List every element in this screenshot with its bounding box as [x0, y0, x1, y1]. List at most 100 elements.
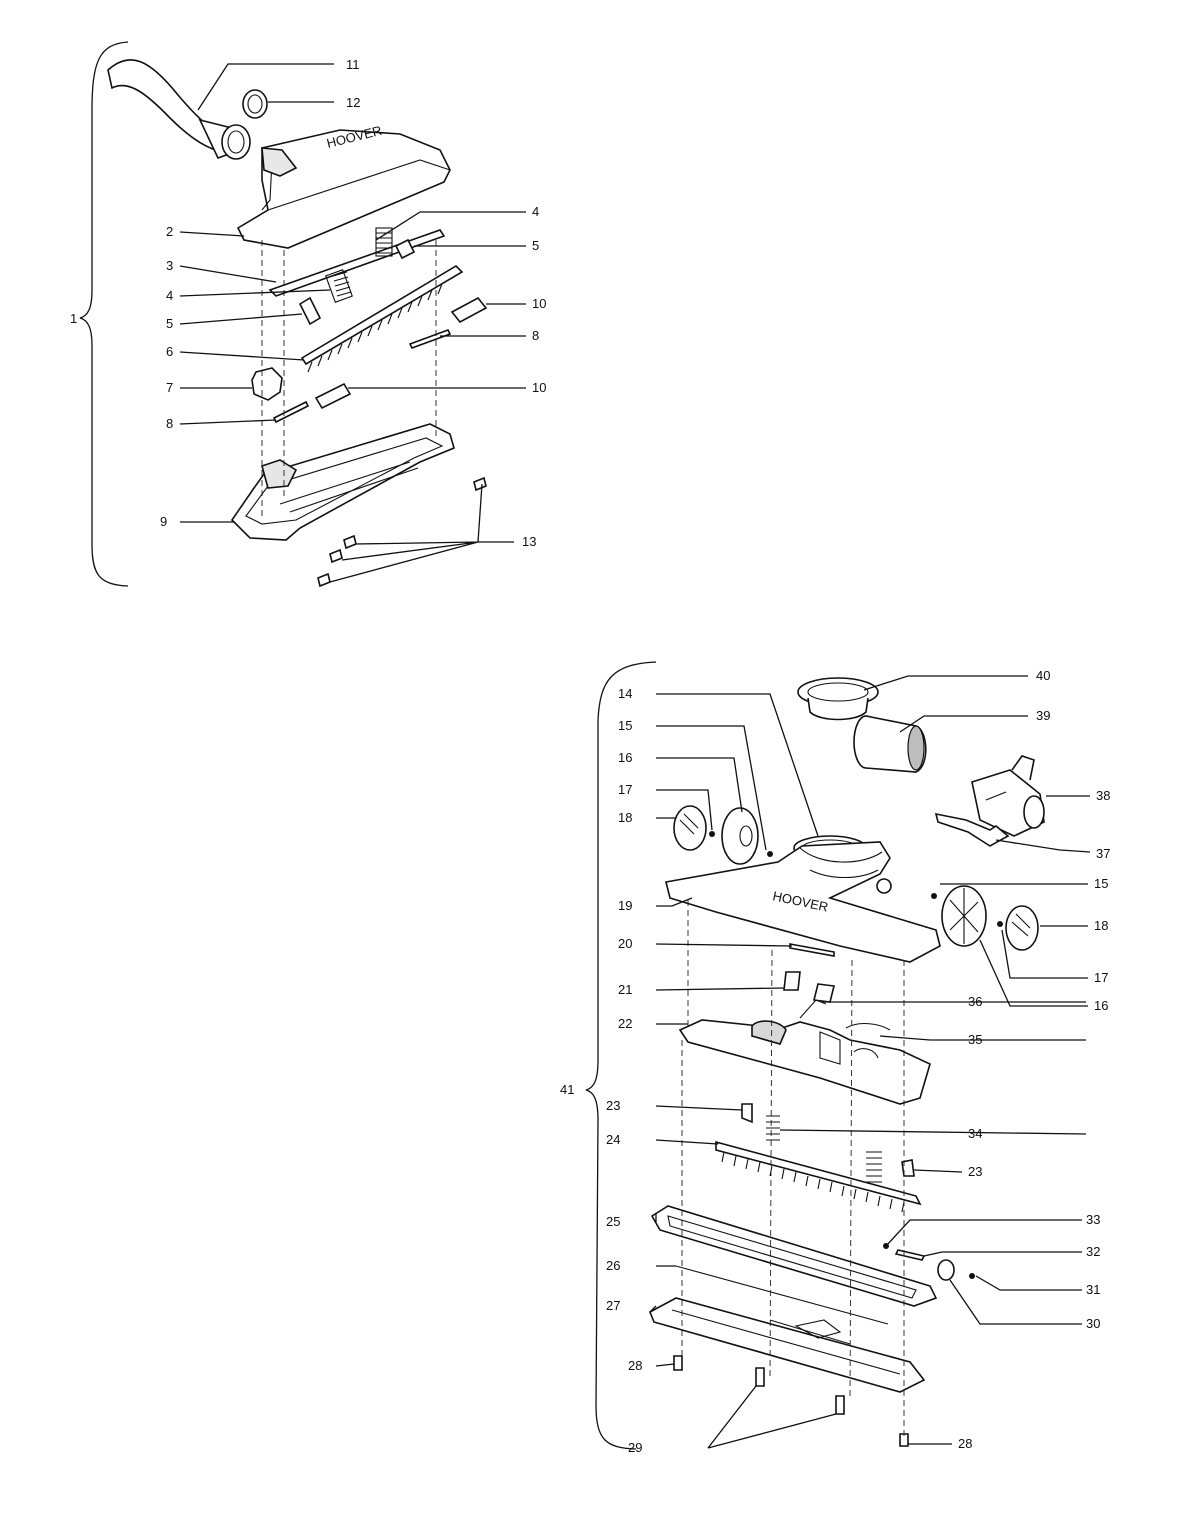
- rod-part: [675, 1265, 889, 1325]
- bottom-clip-part-a: [741, 1103, 753, 1124]
- brush-part: [300, 264, 464, 373]
- callout-29: 29: [628, 1440, 642, 1455]
- assembly-bottom-brace: [585, 661, 657, 1450]
- base-plate-part: [230, 423, 455, 541]
- bushing-part: [937, 1259, 955, 1281]
- bottom-plate-part: [648, 1297, 926, 1393]
- callout-23b: 23: [968, 1164, 982, 1179]
- clip-part-a: [394, 238, 416, 260]
- clip-ring-part: [969, 1273, 975, 1279]
- spring-parts: [325, 227, 393, 303]
- hose-part: [107, 59, 251, 160]
- callout-36: 36: [968, 994, 982, 1009]
- bottom-strip-part: [789, 943, 835, 957]
- axle-part-b: [272, 400, 310, 424]
- assembly-top: HOOVER: [70, 41, 546, 588]
- callout-13: 13: [522, 534, 536, 549]
- callout-10a: 10: [532, 296, 546, 311]
- sleeve-part: [853, 715, 927, 773]
- wire-part-b: [845, 1022, 891, 1031]
- callout-16a: 16: [618, 750, 632, 765]
- callout-25: 25: [606, 1214, 620, 1229]
- clip-part-b: [298, 296, 322, 326]
- screw-part-a: [473, 476, 487, 492]
- pivot-part-b: [314, 382, 352, 410]
- callout-17a: 17: [618, 782, 632, 797]
- callout-21: 21: [618, 982, 632, 997]
- callout-27: 27: [606, 1298, 620, 1313]
- nozzle-housing-part: HOOVER: [236, 123, 451, 249]
- bottom-clip-part-b: [901, 1159, 915, 1177]
- callout-15b: 15: [1094, 876, 1108, 891]
- callout-9: 9: [160, 514, 167, 529]
- callout-37: 37: [1096, 846, 1110, 861]
- callout-18a: 18: [618, 810, 632, 825]
- callout-40: 40: [1036, 668, 1050, 683]
- callout-19: 19: [618, 898, 632, 913]
- assembly-top-brace: [79, 41, 129, 587]
- pad-part-a: [783, 971, 801, 991]
- cap-part: [797, 677, 879, 721]
- wire-part-a: [799, 999, 827, 1019]
- callout-28a: 28: [628, 1358, 642, 1373]
- swivel-part: [971, 755, 1045, 837]
- bottom-screw-part-c: [835, 1395, 845, 1415]
- callout-20: 20: [618, 936, 632, 951]
- bottom-screw-part-b: [755, 1367, 765, 1387]
- callout-17b: 17: [1094, 970, 1108, 985]
- wheel-right-part: [931, 885, 1039, 951]
- callout-6: 6: [166, 344, 173, 359]
- pad-part-b: [813, 983, 835, 1003]
- callout-38: 38: [1096, 788, 1110, 803]
- callout-2: 2: [166, 224, 173, 239]
- callout-32: 32: [1086, 1244, 1100, 1259]
- bottom-screw-part-d: [899, 1433, 909, 1447]
- leader-lines-top: [179, 63, 526, 583]
- callout-1: 1: [70, 311, 77, 326]
- bracket-part: [251, 367, 283, 401]
- callout-24: 24: [606, 1132, 620, 1147]
- callout-22: 22: [618, 1016, 632, 1031]
- axle-part-a: [408, 329, 452, 349]
- callout-8b: 8: [166, 416, 173, 431]
- callout-15a: 15: [618, 718, 632, 733]
- callout-11: 11: [346, 57, 360, 72]
- callout-4b: 4: [166, 288, 173, 303]
- screw-part-b: [343, 534, 357, 550]
- callout-16b: 16: [1094, 998, 1108, 1013]
- callout-12: 12: [346, 95, 360, 110]
- assembly-bottom: HOOVER: [560, 661, 1110, 1455]
- callout-23a: 23: [606, 1098, 620, 1113]
- callout-18b: 18: [1094, 918, 1108, 933]
- swivel-pin-part: [934, 812, 1010, 847]
- bumper-frame-part: [650, 1205, 938, 1307]
- callout-41: 41: [560, 1082, 574, 1097]
- bottom-brush-part: [715, 1140, 922, 1213]
- callout-35: 35: [968, 1032, 982, 1047]
- callout-31: 31: [1086, 1282, 1100, 1297]
- callout-33: 33: [1086, 1212, 1100, 1227]
- nozzle-body-part: HOOVER: [665, 841, 941, 963]
- callout-5b: 5: [166, 316, 173, 331]
- callout-28b: 28: [958, 1436, 972, 1451]
- bottom-axle-part: [894, 1249, 926, 1261]
- screw-part-c: [329, 548, 343, 564]
- callout-8a: 8: [532, 328, 539, 343]
- callout-5a: 5: [532, 238, 539, 253]
- carriage-part: [678, 1019, 931, 1105]
- callout-34: 34: [968, 1126, 982, 1141]
- pivot-part-a: [450, 296, 488, 324]
- callout-10b: 10: [532, 380, 546, 395]
- screw-part-d: [317, 572, 331, 588]
- callout-4a: 4: [532, 204, 539, 219]
- ring-part: [242, 89, 268, 119]
- callout-26: 26: [606, 1258, 620, 1273]
- wheel-left-part: [673, 805, 773, 865]
- leader-lines-bottom: [649, 675, 1091, 1449]
- callout-14: 14: [618, 686, 632, 701]
- bottom-spring-parts: [766, 1115, 882, 1183]
- callout-39: 39: [1036, 708, 1050, 723]
- callout-3: 3: [166, 258, 173, 273]
- callout-7: 7: [166, 380, 173, 395]
